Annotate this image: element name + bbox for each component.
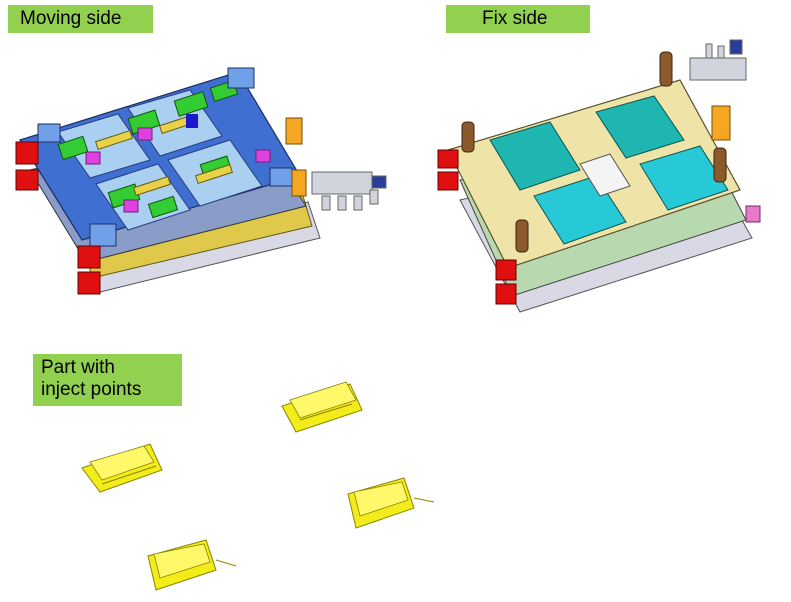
part-inject-points-label: Part with inject points bbox=[33, 354, 182, 406]
part-4 bbox=[147, 539, 237, 591]
moving-slide-1 bbox=[57, 135, 89, 161]
part-1 bbox=[281, 381, 363, 433]
moving-corner-4 bbox=[269, 167, 293, 187]
moving-cavity-1 bbox=[95, 130, 133, 150]
moving-orange-block-2 bbox=[291, 169, 307, 197]
part-label-line1: Part with bbox=[41, 357, 115, 378]
fix-red-block-3 bbox=[495, 259, 517, 281]
fix-red-block-4 bbox=[495, 283, 517, 305]
moving-magenta-2 bbox=[137, 127, 153, 141]
moving-slide-6 bbox=[147, 195, 179, 219]
fix-pillar-3 bbox=[515, 219, 529, 253]
moving-slide-3 bbox=[173, 91, 209, 117]
moving-side-label: Moving side bbox=[8, 5, 153, 33]
moving-magenta-1 bbox=[85, 151, 101, 165]
fix-pillar-2 bbox=[659, 51, 673, 87]
part-2 bbox=[81, 443, 163, 493]
fix-cavity-4 bbox=[639, 145, 729, 211]
fix-red-block-1 bbox=[437, 149, 459, 169]
fix-red-block-2 bbox=[437, 171, 459, 191]
part-3 bbox=[347, 477, 435, 529]
moving-red-block-1 bbox=[15, 141, 39, 165]
fix-pillar-4 bbox=[713, 147, 727, 183]
part-label-line2: inject points bbox=[41, 379, 142, 400]
moving-magenta-3 bbox=[255, 149, 271, 163]
fix-side-mold bbox=[437, 39, 761, 313]
fix-side-label: Fix side bbox=[446, 5, 590, 33]
moving-corner-2 bbox=[227, 67, 255, 89]
fix-manifold bbox=[689, 39, 747, 81]
moving-side-mold bbox=[15, 67, 387, 295]
moving-cavity-4 bbox=[195, 164, 233, 184]
moving-manifold bbox=[311, 171, 387, 211]
moving-magenta-4 bbox=[123, 199, 139, 213]
moving-orange-block bbox=[285, 117, 303, 145]
fix-pillar-1 bbox=[461, 121, 475, 153]
moving-corner-1 bbox=[37, 123, 61, 143]
moving-red-block-4 bbox=[77, 271, 101, 295]
moving-red-block-3 bbox=[77, 245, 101, 269]
fix-cavity-1 bbox=[489, 121, 581, 191]
moving-cavity-3 bbox=[133, 176, 171, 196]
fix-side-text: Fix side bbox=[482, 8, 548, 29]
fix-cavity-2 bbox=[595, 95, 685, 159]
moving-side-text: Moving side bbox=[20, 8, 122, 29]
moving-knob bbox=[186, 114, 198, 128]
moving-corner-3 bbox=[89, 223, 117, 247]
fix-pink-block bbox=[745, 205, 761, 223]
fix-orange-block bbox=[711, 105, 731, 141]
moving-red-block-2 bbox=[15, 169, 39, 191]
fix-center-plate bbox=[579, 153, 631, 197]
